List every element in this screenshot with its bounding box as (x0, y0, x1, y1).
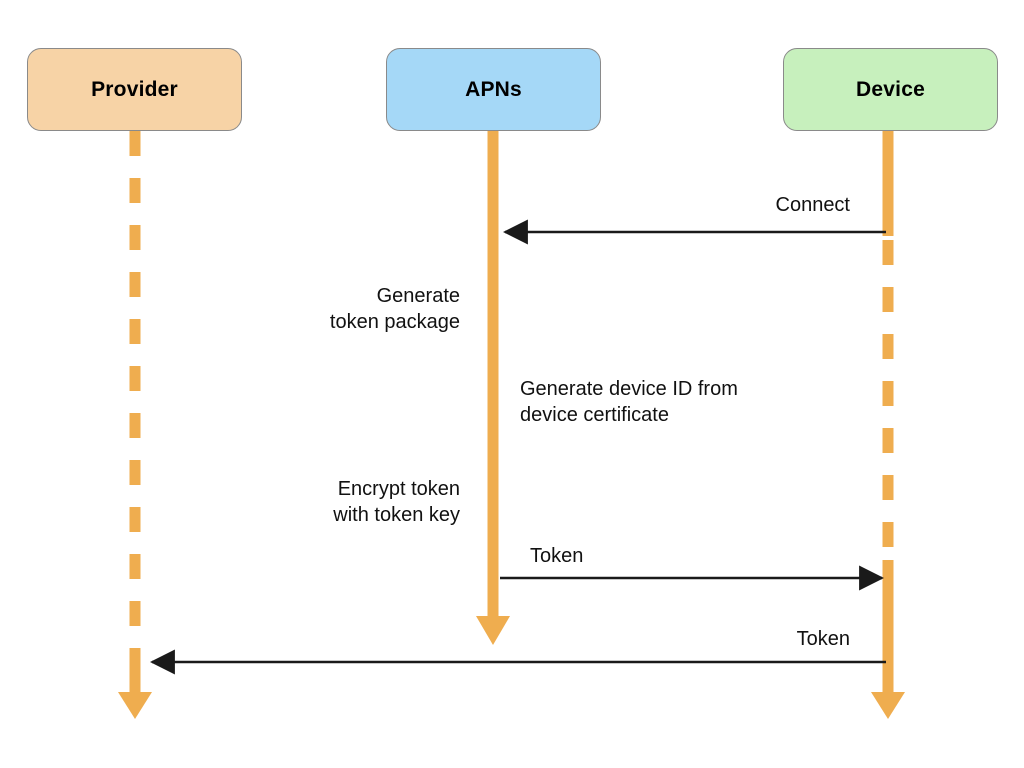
lifeline-device (871, 131, 905, 719)
actor-label-apns: APNs (465, 77, 522, 101)
lifeline-provider-arrowhead (118, 692, 152, 719)
lifeline-apns (476, 131, 510, 645)
lifeline-provider (118, 131, 152, 719)
note-encrypt-token: Encrypt token with token key (333, 478, 460, 526)
actor-box-device[interactable]: Device (783, 48, 998, 131)
actor-box-apns[interactable]: APNs (386, 48, 601, 131)
actor-label-provider: Provider (91, 77, 178, 101)
actor-label-device: Device (856, 77, 925, 101)
lifeline-apns-arrowhead (476, 616, 510, 645)
message-label-token-to-device: Token (530, 545, 584, 567)
actor-box-provider[interactable]: Provider (27, 48, 242, 131)
note-generate-device-id: Generate device ID from device certifica… (520, 378, 738, 426)
lifeline-device-arrowhead (871, 692, 905, 719)
message-label-token-to-provider: Token (796, 628, 850, 650)
message-label-connect: Connect (775, 194, 851, 216)
note-generate-token-package: Generate token package (329, 285, 460, 333)
